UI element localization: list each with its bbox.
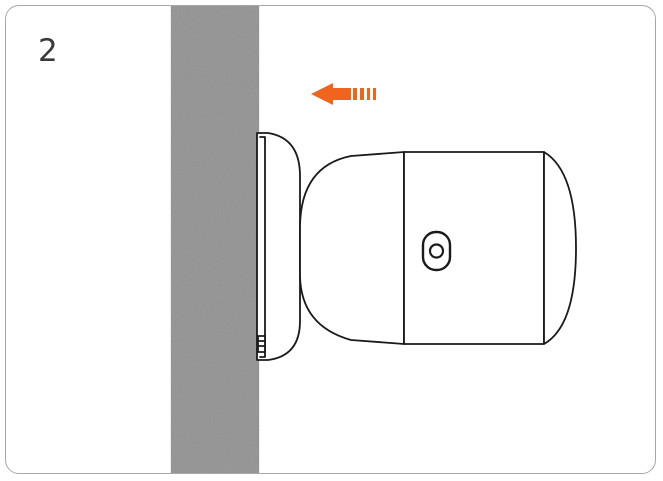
camera	[256, 132, 577, 361]
step-number: 2	[38, 33, 58, 69]
mounting-illustration	[170, 6, 577, 473]
wall	[170, 6, 260, 473]
arrow-left-icon	[311, 83, 376, 105]
mount-base	[256, 132, 301, 361]
camera-neck	[299, 151, 405, 345]
instruction-panel: 2	[5, 5, 656, 474]
camera-lens-cover	[543, 151, 577, 345]
camera-button	[421, 230, 452, 272]
